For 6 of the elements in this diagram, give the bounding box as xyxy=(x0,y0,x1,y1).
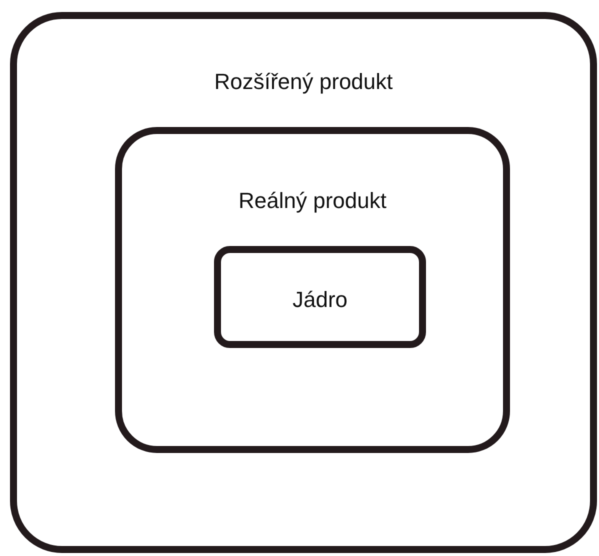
box-title: Jádro xyxy=(292,287,348,313)
box-title: Rozšířený produkt xyxy=(214,69,393,95)
middle-box xyxy=(115,127,510,453)
inner-box xyxy=(214,246,426,348)
box-title: Reálný produkt xyxy=(238,188,386,214)
outer-box xyxy=(10,12,597,553)
